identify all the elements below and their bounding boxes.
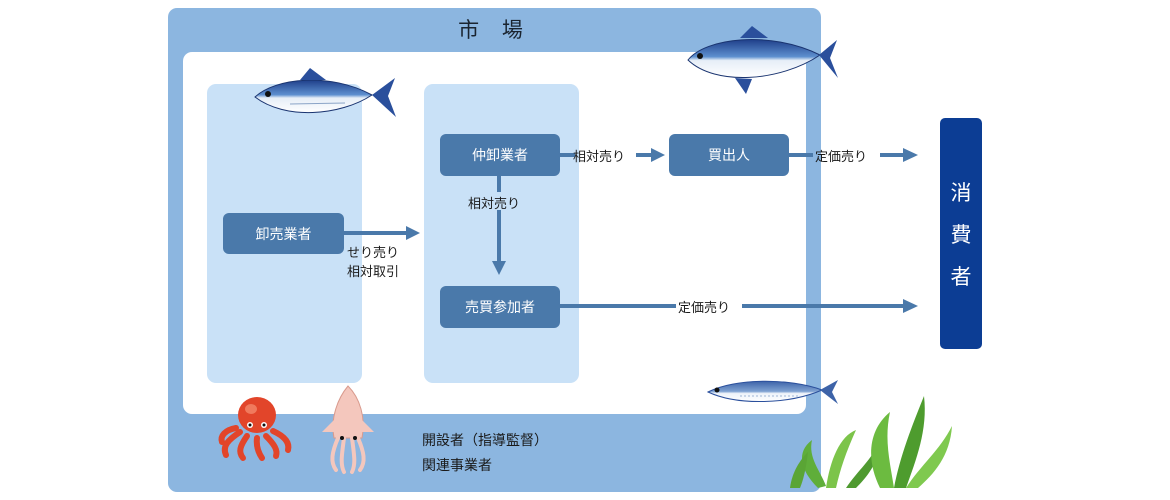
tuna-icon <box>687 26 838 94</box>
market-footer-text: 開設者（指導監督） 関連事業者 <box>422 429 548 479</box>
wholesaler-box: 卸売業者 <box>223 213 344 254</box>
seaweed-icon <box>790 396 952 488</box>
arrow-participant-to-consumer <box>560 299 918 313</box>
footer-line-founder: 開設者（指導監督） <box>422 433 548 449</box>
trading-participant-box: 売買参加者 <box>440 286 560 328</box>
intermediate-wholesaler-box: 仲卸業者 <box>440 134 560 176</box>
arrow-wholesale-to-intermediate <box>344 226 420 240</box>
edge-label-wholesale: せり売り 相対取引 <box>347 244 399 282</box>
intermediate-column <box>424 84 579 383</box>
arrow-buyer-to-consumer <box>789 148 918 162</box>
octopus-icon <box>218 397 292 461</box>
saury-icon <box>706 380 838 404</box>
edge-label-line: 相対取引 <box>347 265 400 280</box>
squid-icon <box>322 385 374 474</box>
edge-label-participant-to-consumer: 定価売り <box>678 301 731 316</box>
consumer-char: 者 <box>950 264 972 289</box>
arrow-intermediate-to-participant <box>492 176 506 275</box>
edge-label-intermediate-to-buyer: 相対売り <box>573 150 626 165</box>
arrow-intermediate-to-buyer <box>560 148 665 162</box>
consumer-char: 消 <box>950 180 972 205</box>
footer-line-related: 関連事業者 <box>422 458 492 474</box>
edge-label-buyer-to-consumer: 定価売り <box>815 150 868 165</box>
consumer-box: 消 費 者 <box>940 118 982 349</box>
edge-label-intermediate-to-participant: 相対売り <box>468 197 521 212</box>
edge-label-line: せり売り <box>347 246 400 261</box>
bonito-icon <box>254 68 396 117</box>
buyer-box: 買出人 <box>669 134 789 176</box>
consumer-char: 費 <box>950 222 972 247</box>
market-title: 市 場 <box>458 18 531 42</box>
